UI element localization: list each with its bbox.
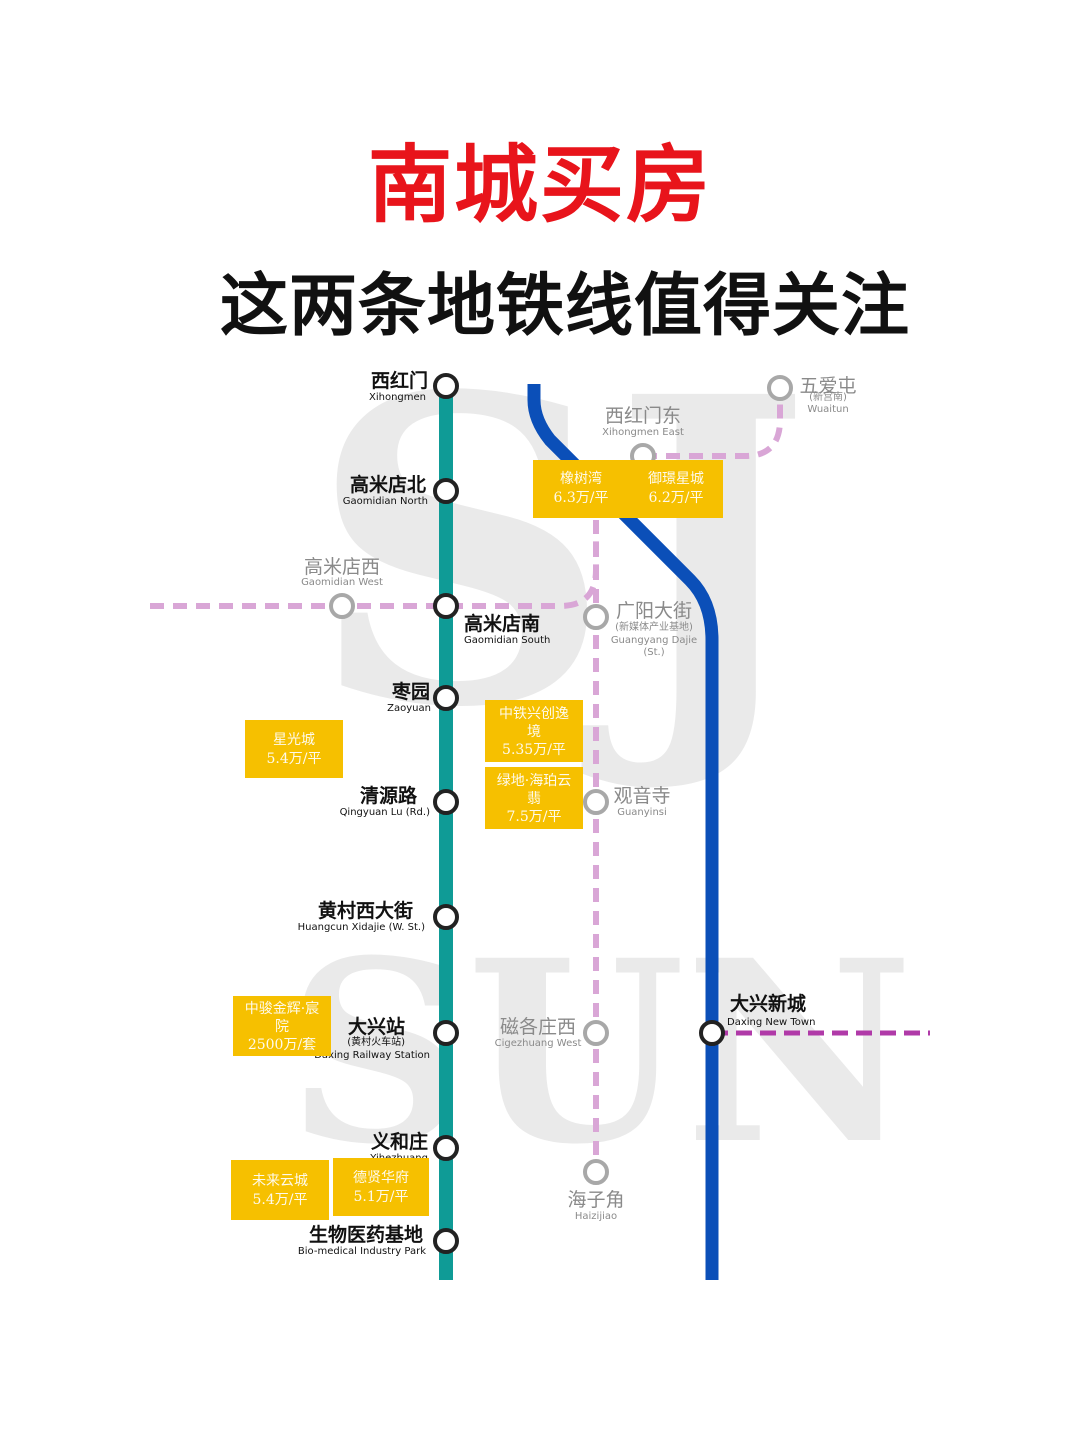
station-label-en: Huangcun Xidajie (W. St.) [298,922,425,933]
project-tag-text: 6.3万/平 [554,490,609,506]
station-label-cn: 广阳大街 [616,600,692,622]
station-label-note: (黄村火车站) [347,1035,405,1048]
project-tag-text: 绿地·海珀云 [497,773,571,789]
station-marker-grey [767,375,793,401]
project-tag: 御璟星城 6.2万/平 [629,460,723,518]
station-label-cn: 大兴站 [348,1015,405,1038]
project-tag-text: 御璟星城 [648,471,704,487]
project-tag: 星光城 5.4万/平 [245,720,343,778]
station-label-en: Xihongmen East [602,427,684,438]
station-marker-grey [583,1020,609,1046]
station-label-note: (新媒体产业基地) [615,620,693,633]
project-tag-text: 5.4万/平 [267,751,322,767]
project-tag-text: 中骏金辉·宸 [245,1000,319,1017]
station-labels: 西红门 Xihongmen 高米店北 Gaomidian North 高米店西 … [298,369,857,1257]
station-marker-grey [583,1159,609,1185]
project-tag: 中骏金辉·宸 院 2500万/套 [233,996,331,1056]
station-label-cn: 高米店南 [464,612,540,635]
project-tag-text: 星光城 [273,732,315,748]
station-marker [433,904,459,930]
station-label-cn: 观音寺 [613,785,670,807]
project-tag: 橡树湾 6.3万/平 [533,460,629,518]
station-label-en: Wuaitun [807,404,848,415]
project-tag-text: 2500万/套 [248,1037,316,1053]
station-label-cn: 西红门东 [605,405,681,427]
station-label-en: Haizijiao [575,1211,617,1222]
station-label-cn: 大兴新城 [730,992,806,1015]
station-label-note: (新宫南) [809,390,847,403]
project-tag-text: 未来云城 [252,1173,308,1189]
project-tag: 未来云城 5.4万/平 [231,1160,329,1220]
project-tag-text: 院 [275,1019,289,1035]
station-label-en: Gaomidian South [464,635,550,646]
line-b [527,384,719,1280]
station-label-cn: 义和庄 [371,1130,428,1153]
page-subtitle: 这两条地铁线值得关注 [219,267,910,346]
station-marker [433,789,459,815]
project-tag-text: 7.5万/平 [507,809,562,825]
station-marker [433,593,459,619]
project-tag-text: 5.4万/平 [253,1192,308,1208]
station-label-cn: 磁各庄西 [500,1016,576,1038]
station-label-en: Xihongmen [369,392,426,403]
project-tag-text: 橡树湾 [560,470,602,487]
station-label-en: Zaoyuan [387,703,431,714]
station-marker [433,373,459,399]
project-tag-text: 德贤华府 [353,1170,409,1186]
station-marker [433,1135,459,1161]
line-c-north-east [643,388,783,459]
watermark-text-bottom: SUN [286,905,913,1199]
station-label-en: Guanyinsi [617,807,667,818]
project-tags: 橡树湾 6.3万/平 御璟星城 6.2万/平 中铁兴创逸 境 5.35万/平 星… [231,460,723,1220]
station-label-cn: 西红门 [371,369,428,392]
station-label-en: Qingyuan Lu (Rd.) [340,807,431,818]
station-label-en: Gaomidian West [301,577,383,588]
station-label-en: Guangyang Dajie [611,635,697,646]
station-label-cn: 清源路 [360,784,418,807]
station-marker [433,685,459,711]
project-tag: 绿地·海珀云 翡 7.5万/平 [485,767,583,829]
station-label-cn: 黄村西大街 [318,899,413,922]
project-tag-text: 5.35万/平 [502,742,566,758]
station-marker-grey [583,604,609,630]
station-label-cn: 高米店西 [304,556,380,578]
station-label-en: Gaomidian North [343,496,428,507]
station-label-cn: 高米店北 [350,473,426,496]
station-label-en: Daxing Railway Station [314,1050,430,1061]
project-tag: 德贤华府 5.1万/平 [333,1158,429,1216]
station-label-cn: 枣园 [391,680,430,703]
project-tag: 中铁兴创逸 境 5.35万/平 [485,700,583,762]
page-title: 南城买房 [367,136,712,234]
stations-line-a [433,373,459,1254]
project-tag-text: 翡 [527,791,541,807]
project-tag-text: 中铁兴创逸 [499,706,569,722]
station-marker [433,478,459,504]
station-marker [433,1020,459,1046]
watermark: SJ SUN [286,307,913,1199]
metro-lines [150,384,930,1280]
station-label-cn: 海子角 [567,1189,624,1211]
station-marker [699,1020,725,1046]
station-marker-grey [583,789,609,815]
station-label-cn: 五爱屯 [799,375,856,397]
project-tag-text: 5.1万/平 [354,1189,409,1205]
station-label-en: Cigezhuang West [495,1038,582,1049]
station-label-en: Bio-medical Industry Park [298,1246,426,1257]
station-label-en: (St.) [643,647,664,658]
station-label-cn: 生物医药基地 [309,1223,423,1246]
station-label-en: Daxing New Town [727,1017,815,1028]
project-tag-text: 境 [527,724,541,740]
station-marker [433,1228,459,1254]
project-tag-text: 6.2万/平 [649,490,704,506]
station-marker-grey [329,593,355,619]
